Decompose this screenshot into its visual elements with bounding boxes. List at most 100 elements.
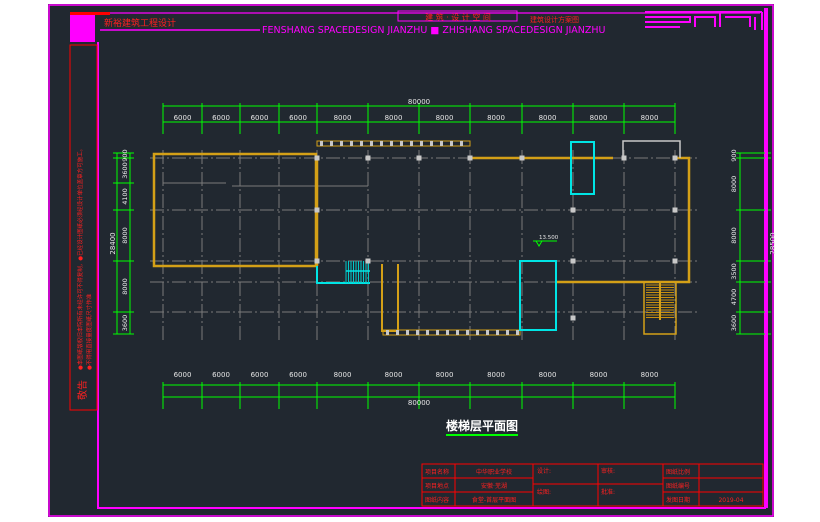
dimension-label: 3500 bbox=[730, 263, 738, 280]
column bbox=[570, 207, 576, 213]
header-title-box bbox=[397, 10, 518, 22]
dimension-label: 6000 bbox=[289, 371, 307, 379]
notice-line-2: ●不得用直接量度图纸尺寸作准 bbox=[85, 293, 93, 370]
dimension-label: 6000 bbox=[251, 114, 269, 122]
window-mullion bbox=[476, 330, 479, 335]
column bbox=[519, 155, 525, 161]
window-mullion bbox=[436, 330, 439, 335]
tb-value: 中华职业学校 bbox=[476, 468, 512, 476]
walls bbox=[152, 152, 691, 335]
right-frame-bar bbox=[765, 8, 768, 508]
dimensions: 6000 6000 6000 6000 8000 8000 8000 8000 8000 8000… bbox=[109, 98, 777, 409]
dimension-label: 8000 bbox=[334, 114, 352, 122]
number-label: 图纸编号 bbox=[666, 482, 690, 490]
dimension-label: 900 bbox=[121, 149, 129, 161]
window-mullion bbox=[466, 330, 469, 335]
dimension-total: 28500 bbox=[769, 232, 777, 254]
dimension-label: 8000 bbox=[641, 371, 659, 379]
window-mullion bbox=[450, 141, 453, 146]
review-label: 审核: bbox=[601, 467, 615, 475]
column bbox=[314, 207, 320, 213]
column bbox=[314, 155, 320, 161]
dimension-label: 6000 bbox=[212, 371, 230, 379]
axis-grid bbox=[150, 150, 700, 340]
column bbox=[621, 155, 627, 161]
notice-title: 敬告 bbox=[76, 380, 89, 400]
dimension-label: 6000 bbox=[251, 371, 269, 379]
header-subtitle: 建筑设计方案图 bbox=[530, 15, 579, 24]
dimension-label: 8000 bbox=[436, 114, 454, 122]
window-mullion bbox=[416, 330, 419, 335]
left-stair bbox=[345, 261, 370, 283]
shaft bbox=[570, 141, 595, 195]
shaft bbox=[519, 260, 557, 331]
right-stair bbox=[646, 283, 674, 320]
dimension-label: 8000 bbox=[539, 114, 557, 122]
right-stair-wall bbox=[643, 281, 677, 335]
drawing-title: 楼梯层平面图 bbox=[446, 418, 518, 433]
logo-block bbox=[70, 12, 95, 42]
window-mullion bbox=[410, 141, 413, 146]
column bbox=[672, 258, 678, 264]
column bbox=[467, 155, 473, 161]
logo-bar bbox=[70, 12, 110, 15]
window-mullion bbox=[496, 330, 499, 335]
balcony bbox=[622, 140, 681, 158]
tb-label: 项目名称 bbox=[425, 468, 449, 476]
dimension-label: 4100 bbox=[121, 188, 129, 205]
stair-wall bbox=[316, 266, 370, 284]
header-box-title: 建 筑 · 设 计 空 间 bbox=[425, 12, 491, 22]
window-mullion bbox=[330, 141, 333, 146]
dimension-total: 28400 bbox=[109, 232, 117, 254]
dimension-label: 6000 bbox=[174, 371, 192, 379]
dimension-label: 3600 bbox=[121, 315, 129, 332]
window-row-top bbox=[316, 140, 471, 147]
window-mullion bbox=[516, 330, 519, 335]
window-mullion bbox=[460, 141, 463, 146]
window-mullion bbox=[406, 330, 409, 335]
date-label: 发图日期 bbox=[666, 496, 690, 504]
wall bbox=[381, 264, 399, 332]
column bbox=[672, 155, 678, 161]
firm-name: 新裕建筑工程设计 bbox=[104, 17, 176, 29]
column bbox=[365, 258, 371, 264]
window-mullion bbox=[320, 141, 323, 146]
elevation-marker: 13.500 bbox=[533, 235, 559, 247]
title-block-text: 项目名称 中华职业学校 项目地点 安徽·芜湖 图纸内容 食堂-首层平面图 设计:… bbox=[425, 467, 744, 504]
notice: 敬告 ●本图纸版权归本院所有未经许可不得复制，●已经设计图纸必须经设计单位盖章方… bbox=[76, 146, 93, 400]
dimension-label: 4700 bbox=[730, 289, 738, 306]
window-mullion bbox=[440, 141, 443, 146]
dimension-label: 8000 bbox=[730, 176, 738, 193]
dimension-label: 8000 bbox=[436, 371, 454, 379]
window-mullion bbox=[430, 141, 433, 146]
column bbox=[570, 315, 576, 321]
window-mullion bbox=[400, 141, 403, 146]
dimension-label: 8000 bbox=[590, 114, 608, 122]
dimension-label: 8000 bbox=[121, 278, 129, 295]
dimension-label: 3600 bbox=[730, 315, 738, 332]
outer-frame bbox=[48, 4, 774, 517]
column bbox=[672, 207, 678, 213]
slogan: FENSHANG SPACEDESIGN JIANZHU ■ ZHISHANG … bbox=[262, 25, 606, 36]
window-mullion bbox=[370, 141, 373, 146]
dimension-label: 6000 bbox=[212, 114, 230, 122]
tb-label: 项目地点 bbox=[425, 482, 449, 490]
dimension-label: 8000 bbox=[730, 227, 738, 244]
dimension-label: 8000 bbox=[334, 371, 352, 379]
window-mullion bbox=[446, 330, 449, 335]
notice-line-1: ●本图纸版权归本院所有未经许可不得复制，●已经设计图纸必须经设计单位盖章方可施工… bbox=[76, 146, 84, 370]
columns bbox=[314, 141, 678, 335]
window-mullion bbox=[506, 330, 509, 335]
window-mullion bbox=[426, 330, 429, 335]
window-mullion bbox=[420, 141, 423, 146]
dimension-total: 80000 bbox=[408, 98, 430, 106]
tb-label: 图纸内容 bbox=[425, 496, 449, 504]
window-mullion bbox=[386, 330, 389, 335]
window-mullion bbox=[350, 141, 353, 146]
column bbox=[570, 258, 576, 264]
wall bbox=[557, 156, 691, 284]
tb-value: 安徽·芜湖 bbox=[481, 482, 507, 490]
tb-value: 食堂-首层平面图 bbox=[472, 496, 516, 504]
